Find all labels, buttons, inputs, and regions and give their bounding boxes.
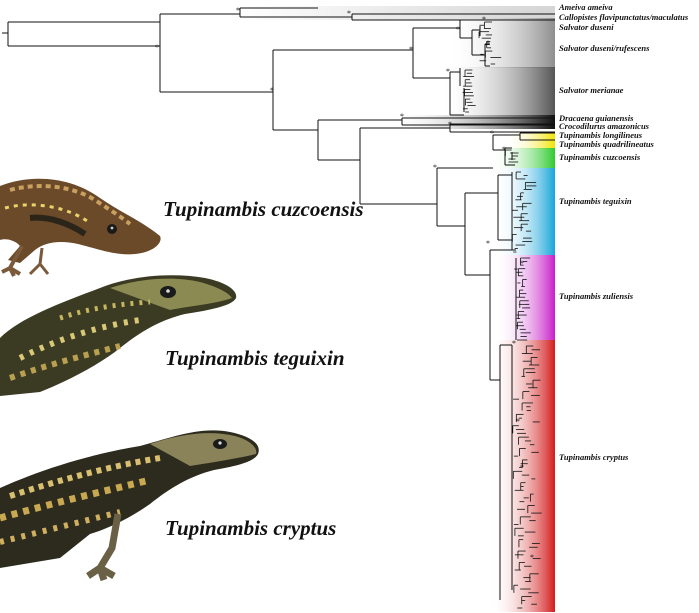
support-asterisk: * [400,112,404,121]
support-asterisk: * [236,6,240,15]
band-salvator [448,18,555,68]
support-asterisk: * [512,339,516,348]
caption-teguixin: Tupinambis teguixin [165,346,345,370]
tip-label-salvator-duseni: Salvator duseni [559,22,614,32]
tip-branches [462,21,542,609]
lizard-cuzcoensis-illustration [0,178,161,277]
tip-label-zuliensis: Tupinambis zuliensis [559,291,634,301]
lizard-teguixin-illustration [0,275,237,396]
support-asterisk: * [486,239,490,248]
tip-label-teguixin: Tupinambis teguixin [559,196,632,206]
support-asterisk: * [520,259,524,268]
support-asterisk: * [446,67,450,76]
tip-label-quadrilineatus: Tupinambis quadrilineatus [559,139,654,149]
tree-branches [2,7,555,600]
support-asterisk: * [482,15,486,24]
band-cuzcoensis [490,148,555,168]
support-asterisk: * [155,43,159,52]
support-asterisk: * [516,417,520,426]
support-asterisk: * [433,163,437,172]
lizard-cryptus-illustration [0,430,259,582]
tip-label-crocodilurus: Crocodilurus amazonicus [559,121,649,131]
band-cryptus [490,340,555,612]
caption-cryptus: Tupinambis cryptus [165,516,337,540]
tip-label-callopistes: Callopistes flavipunctatus/maculatus [559,12,689,22]
support-markers: * * * * * * * * * * * * * * * * * * * * * [155,6,534,562]
band-salvator-merianae [440,67,555,115]
support-asterisk: * [520,463,524,472]
support-asterisk: * [502,145,506,154]
support-asterisk: * [456,25,460,34]
support-asterisk: * [530,553,534,562]
tip-label-cuzcoensis: Tupinambis cuzcoensis [559,152,641,162]
support-asterisk: * [270,86,274,95]
support-asterisk: * [448,120,452,129]
tip-label-longilineus: Tupinambis longilineus [559,130,643,140]
tip-label-dracaena: Dracaena guianensis [559,113,634,123]
band-dracaena [388,115,555,129]
support-asterisk: * [409,45,413,54]
support-asterisk: * [347,9,351,18]
caption-cuzcoensis: Tupinambis cuzcoensis [163,197,364,221]
support-asterisk: * [486,39,490,48]
support-asterisk: * [490,129,494,138]
tip-label-salvator-duseni-rufescens: Salvator duseni/rufescens [559,43,650,53]
tip-label-cryptus: Tupinambis cryptus [559,452,629,462]
support-asterisk: * [514,266,518,275]
tip-label-salvator-merianae: Salvator merianae [559,85,624,95]
tip-label-ameiva: Ameiva ameiva [559,2,613,12]
